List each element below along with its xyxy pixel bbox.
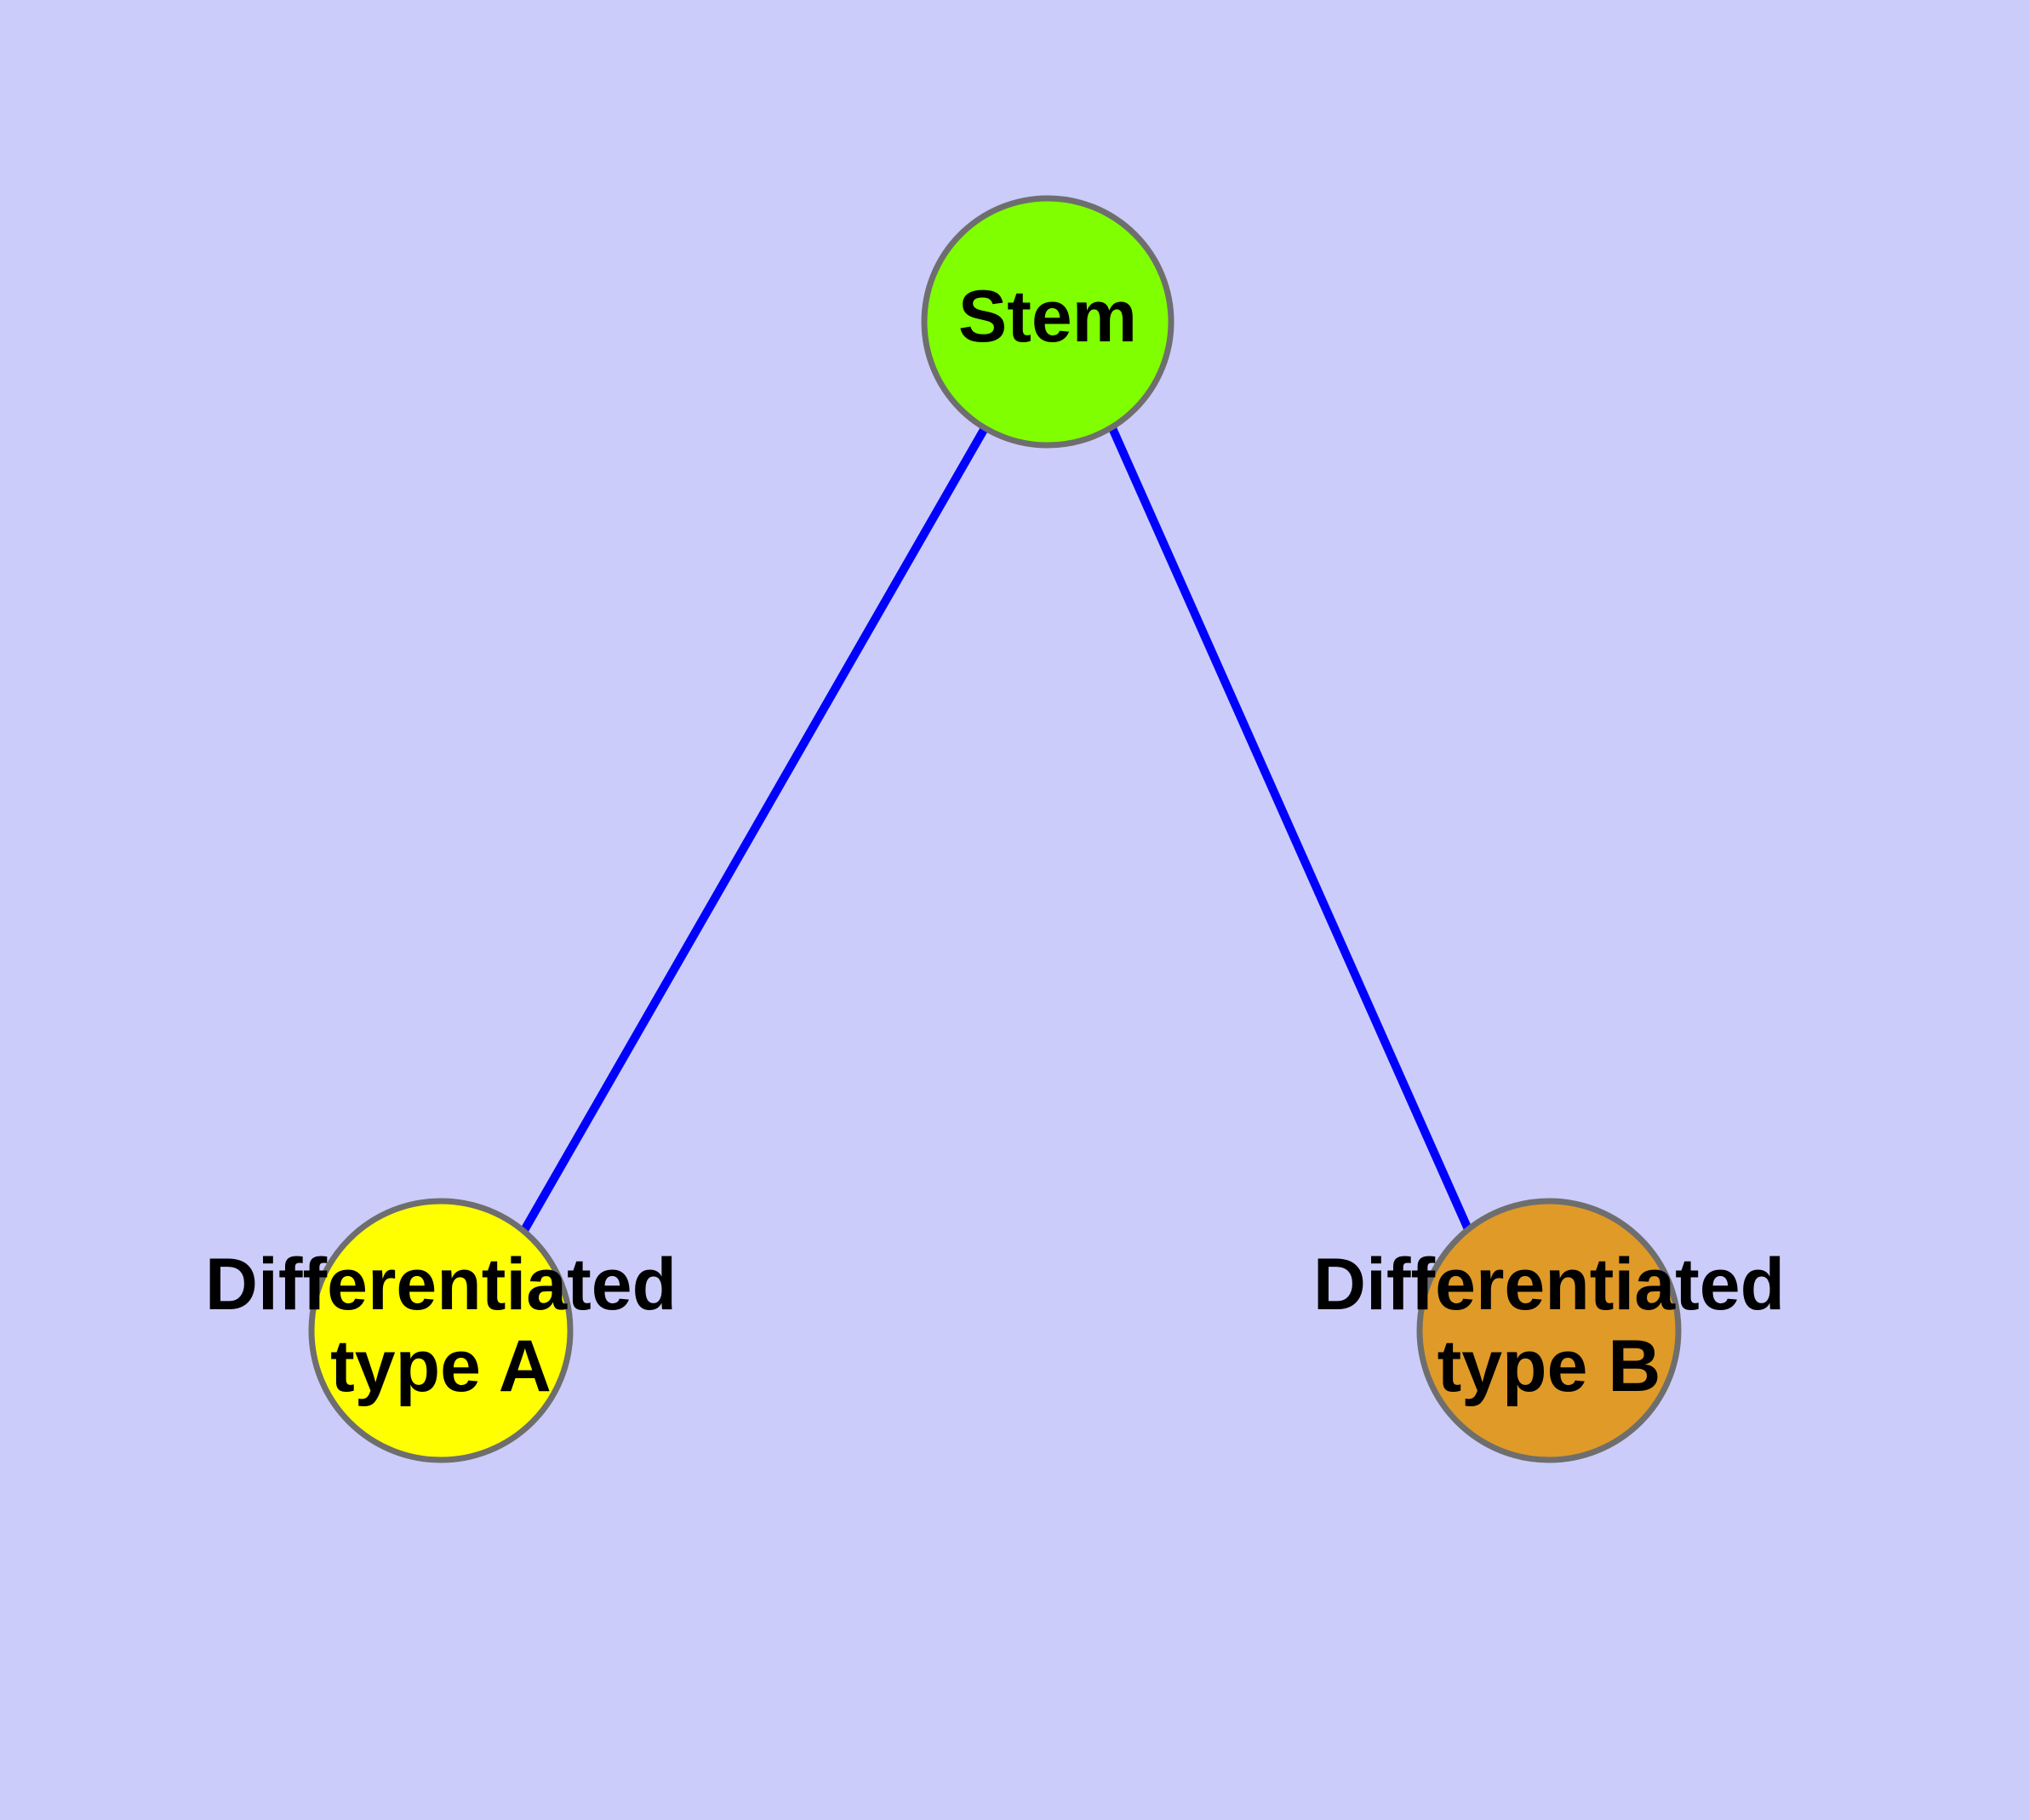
node-label-line: Differentiated <box>205 1244 677 1325</box>
edge-stem-to-diff_a[interactable] <box>519 426 989 1234</box>
node-circle-diff_a[interactable] <box>308 1198 574 1463</box>
node-label-line: type B <box>1437 1325 1661 1407</box>
edges-layer <box>519 426 1472 1234</box>
node-circle-stem[interactable] <box>921 195 1175 449</box>
node-label-line: type A <box>330 1325 552 1407</box>
edge-stem-to-diff_b[interactable] <box>1108 426 1472 1232</box>
node-label-line: Stem <box>958 276 1137 358</box>
node-label-stem: Stem <box>958 276 1137 358</box>
node-stem[interactable]: Stem <box>921 195 1175 449</box>
node-circle-diff_b[interactable] <box>1416 1198 1682 1463</box>
node-label-line: Differentiated <box>1313 1244 1785 1325</box>
